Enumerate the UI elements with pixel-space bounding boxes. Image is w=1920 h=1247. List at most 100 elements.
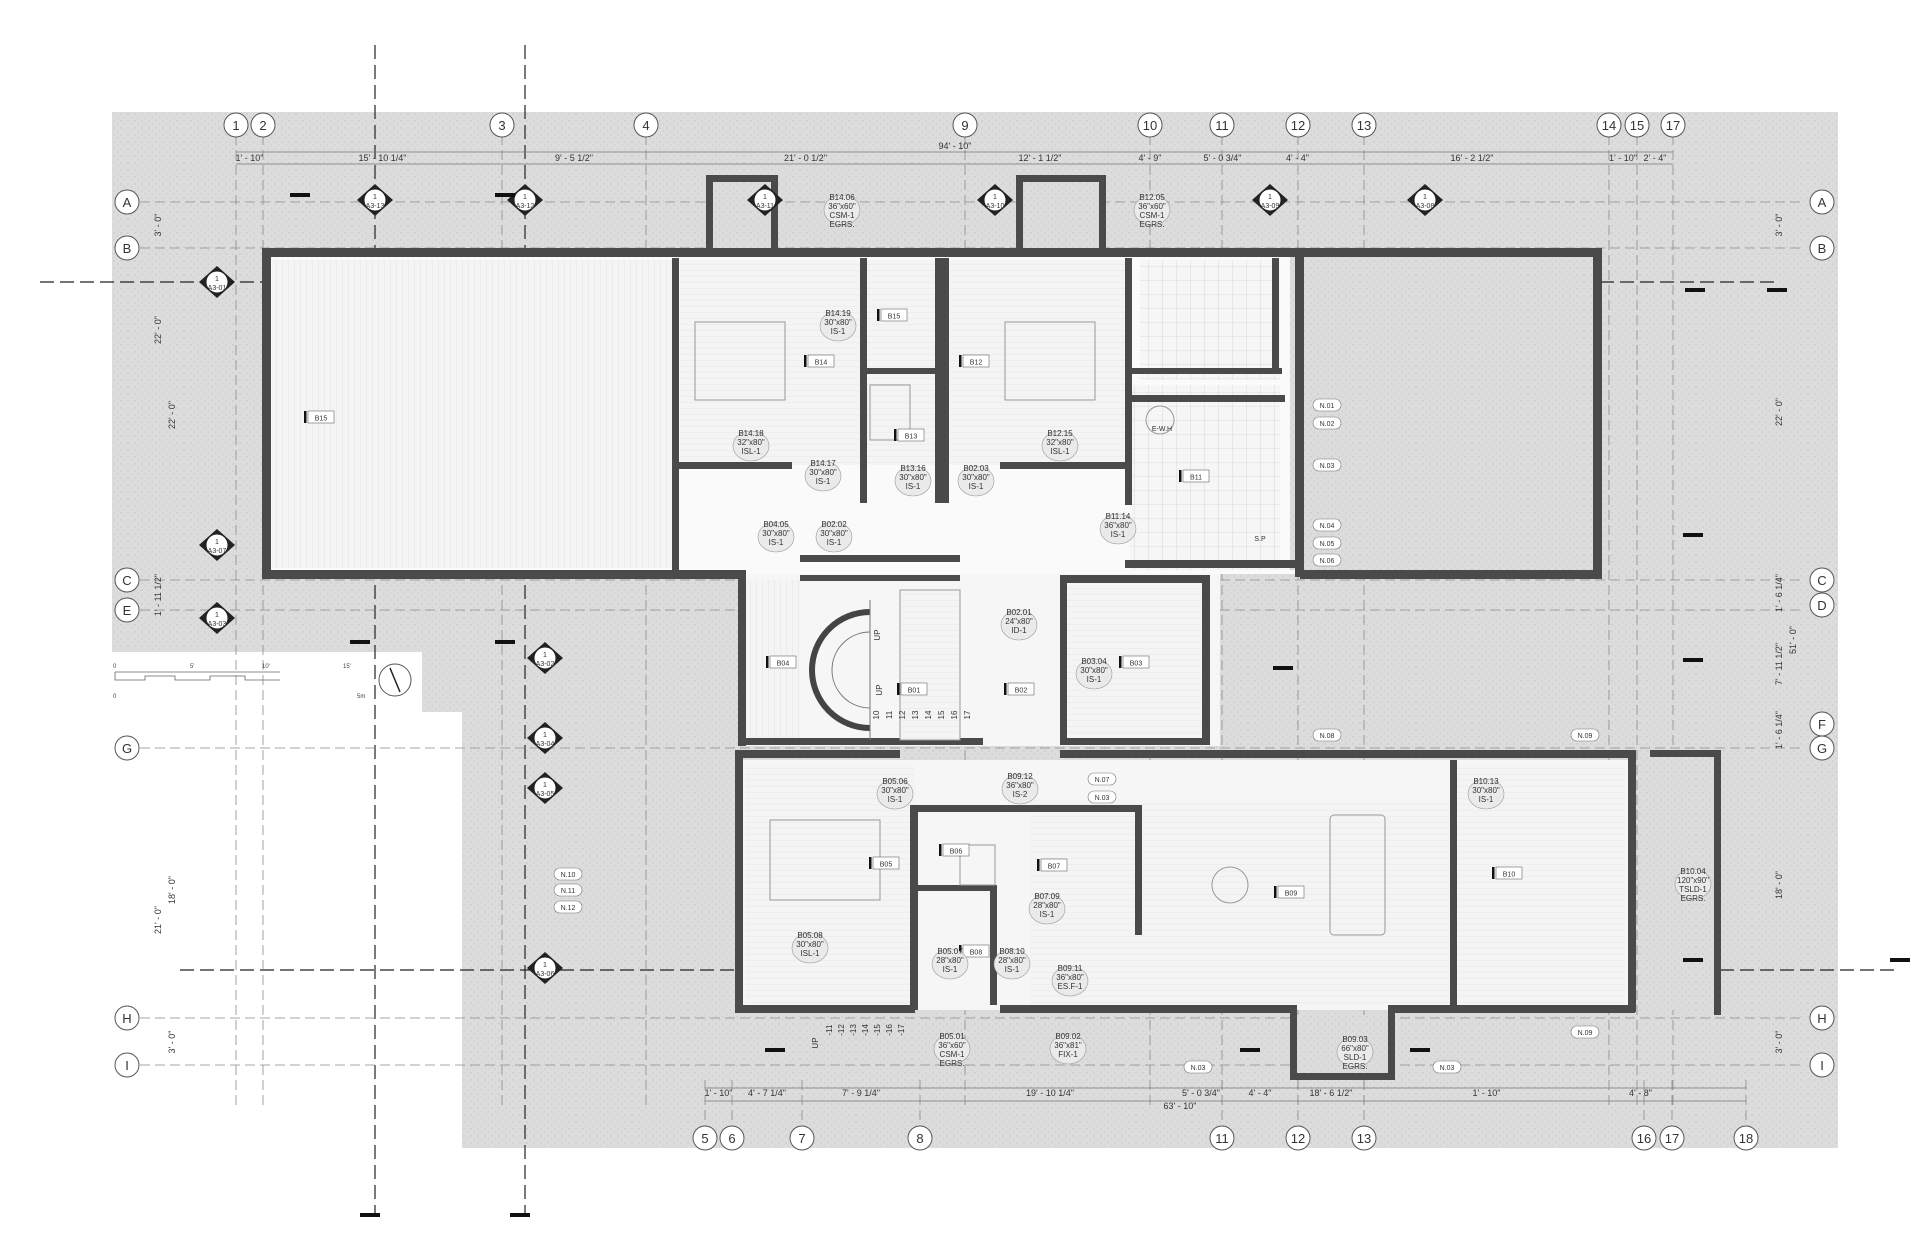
section-marker-bubble bbox=[513, 188, 537, 212]
door-tag-id: B05.07 bbox=[937, 947, 963, 956]
door-tag bbox=[1336, 1036, 1374, 1068]
stair-step-number: 17 bbox=[963, 710, 972, 719]
dimension-text: 1' - 10" bbox=[1609, 153, 1637, 163]
door-tag-id: B09.12 bbox=[1007, 772, 1033, 781]
dimension-text: 1' - 11 1/2" bbox=[153, 574, 163, 616]
grid-label-right: C bbox=[1817, 573, 1826, 588]
spiral-stair bbox=[809, 589, 961, 741]
stair-step-number: 14 bbox=[924, 710, 933, 719]
door-tag-size: 36"x80" bbox=[1056, 973, 1084, 982]
grid-label-top: 1 bbox=[232, 118, 239, 133]
door-tag-id: B03.04 bbox=[1081, 657, 1107, 666]
door-tag-id: B11.14 bbox=[1106, 512, 1131, 521]
note-label: N.04 bbox=[1320, 523, 1335, 530]
section-marker-bubble bbox=[533, 646, 557, 670]
stair-step-number: 11 bbox=[885, 710, 894, 719]
grid-label-bottom: 18 bbox=[1739, 1131, 1753, 1146]
section-tick bbox=[290, 193, 310, 197]
door-tag-type: IS-1 bbox=[827, 538, 842, 547]
grid-bubble bbox=[952, 112, 978, 138]
grid-bubble bbox=[907, 1125, 933, 1151]
grid-label-left: B bbox=[123, 241, 132, 256]
grid-bubble bbox=[633, 112, 659, 138]
grid-bubble bbox=[1137, 112, 1163, 138]
section-sheet: A3-05 bbox=[536, 791, 555, 798]
section-marker-bubble bbox=[983, 188, 1007, 212]
room-tag bbox=[1495, 866, 1523, 880]
section-marker-bubble bbox=[1258, 188, 1282, 212]
scale-label: 5m bbox=[357, 694, 365, 700]
grid-label-left: I bbox=[125, 1058, 129, 1073]
stair-step-number: -12 bbox=[837, 1024, 846, 1036]
room-tag bbox=[1007, 682, 1035, 696]
grid-label-right: I bbox=[1820, 1058, 1824, 1073]
dimension-text: 5' - 0 3/4" bbox=[1204, 153, 1242, 163]
stair-step-number: 15 bbox=[937, 710, 946, 719]
room-tag-mark bbox=[304, 411, 307, 423]
dimension-text: 2' - 4" bbox=[1644, 153, 1667, 163]
note-callout bbox=[553, 867, 583, 881]
section-sheet: A3-06 bbox=[536, 971, 555, 978]
equipment-label: S.P bbox=[1254, 536, 1266, 543]
grid-label-left: G bbox=[122, 741, 132, 756]
grid-bubble bbox=[1809, 235, 1835, 261]
door-tag-size: 36"x80" bbox=[1104, 521, 1132, 530]
section-marker-bubble bbox=[363, 188, 387, 212]
scale-bar: 0 5' 10' 15' 0 5m bbox=[113, 663, 412, 700]
door-tag-size: 30"x80" bbox=[809, 468, 837, 477]
door-tag bbox=[1075, 658, 1113, 690]
door-tag-id: B10.04 bbox=[1680, 867, 1706, 876]
door-tag bbox=[957, 465, 995, 497]
grid-label-left: H bbox=[122, 1011, 131, 1026]
door-tag-type: IS-1 bbox=[969, 482, 984, 491]
door-tag-size: 24"x80" bbox=[1005, 617, 1033, 626]
room-label: B06 bbox=[950, 849, 963, 856]
grid-bubble bbox=[489, 112, 515, 138]
section-marker-bubble bbox=[533, 726, 557, 750]
door-tag-type: IS-1 bbox=[1087, 675, 1102, 684]
door-tag-size: 36"x60" bbox=[828, 202, 856, 211]
room-label: B12 bbox=[970, 360, 983, 367]
stair-step-number: -17 bbox=[897, 1024, 906, 1036]
grid-label-top: 2 bbox=[259, 118, 266, 133]
section-marker-bubble bbox=[533, 776, 557, 800]
section-marker-bubble bbox=[1413, 188, 1437, 212]
door-tag-type: IS-1 bbox=[769, 538, 784, 547]
door-tag-note: EGRS. bbox=[1681, 894, 1706, 903]
section-sheet: A3-12 bbox=[516, 203, 535, 210]
grid-bubble bbox=[114, 235, 140, 261]
note-label: N.03 bbox=[1440, 1065, 1455, 1072]
door-tag bbox=[1099, 513, 1137, 545]
grid-label-left: A bbox=[123, 195, 132, 210]
door-tag-size: 36"x60" bbox=[1138, 202, 1166, 211]
door-tag-type: FIX-1 bbox=[1058, 1050, 1078, 1059]
grid-bubble bbox=[114, 567, 140, 593]
dimension-text: 7' - 9 1/4" bbox=[842, 1088, 880, 1098]
grid-label-bottom: 6 bbox=[728, 1131, 735, 1146]
door-tag-id: B10.13 bbox=[1473, 777, 1499, 786]
grid-bubble bbox=[1659, 1125, 1685, 1151]
dimension-text: 4' - 7 1/4" bbox=[748, 1088, 786, 1098]
grid-bubble bbox=[1809, 1005, 1835, 1031]
door-tag-type: IS-1 bbox=[816, 477, 831, 486]
scale-bar-area bbox=[112, 652, 422, 712]
stair-up-label: UP bbox=[873, 629, 882, 640]
door-tag-id: B12.05 bbox=[1139, 193, 1165, 202]
section-sheet: A3-11 bbox=[756, 203, 774, 210]
dimension-text: 18' - 6 1/2" bbox=[1310, 1088, 1353, 1098]
dimension-text: 3' - 0" bbox=[1774, 214, 1784, 237]
section-tick bbox=[765, 1048, 785, 1052]
door-tag-size: 66"x80" bbox=[1341, 1044, 1369, 1053]
door-tag-size: 30"x80" bbox=[820, 529, 848, 538]
note-callout bbox=[1312, 536, 1342, 550]
room-tag-mark bbox=[1037, 859, 1040, 871]
room-tag-mark bbox=[869, 857, 872, 869]
dimension-text: 18' - 0" bbox=[1774, 871, 1784, 899]
door-tag-size: 28"x80" bbox=[936, 956, 964, 965]
stair-step-number: -16 bbox=[885, 1024, 894, 1036]
grid-label-top: 12 bbox=[1291, 118, 1305, 133]
scale-label: 15' bbox=[343, 664, 351, 670]
room-label: B14 bbox=[815, 360, 828, 367]
note-callout bbox=[1312, 518, 1342, 532]
